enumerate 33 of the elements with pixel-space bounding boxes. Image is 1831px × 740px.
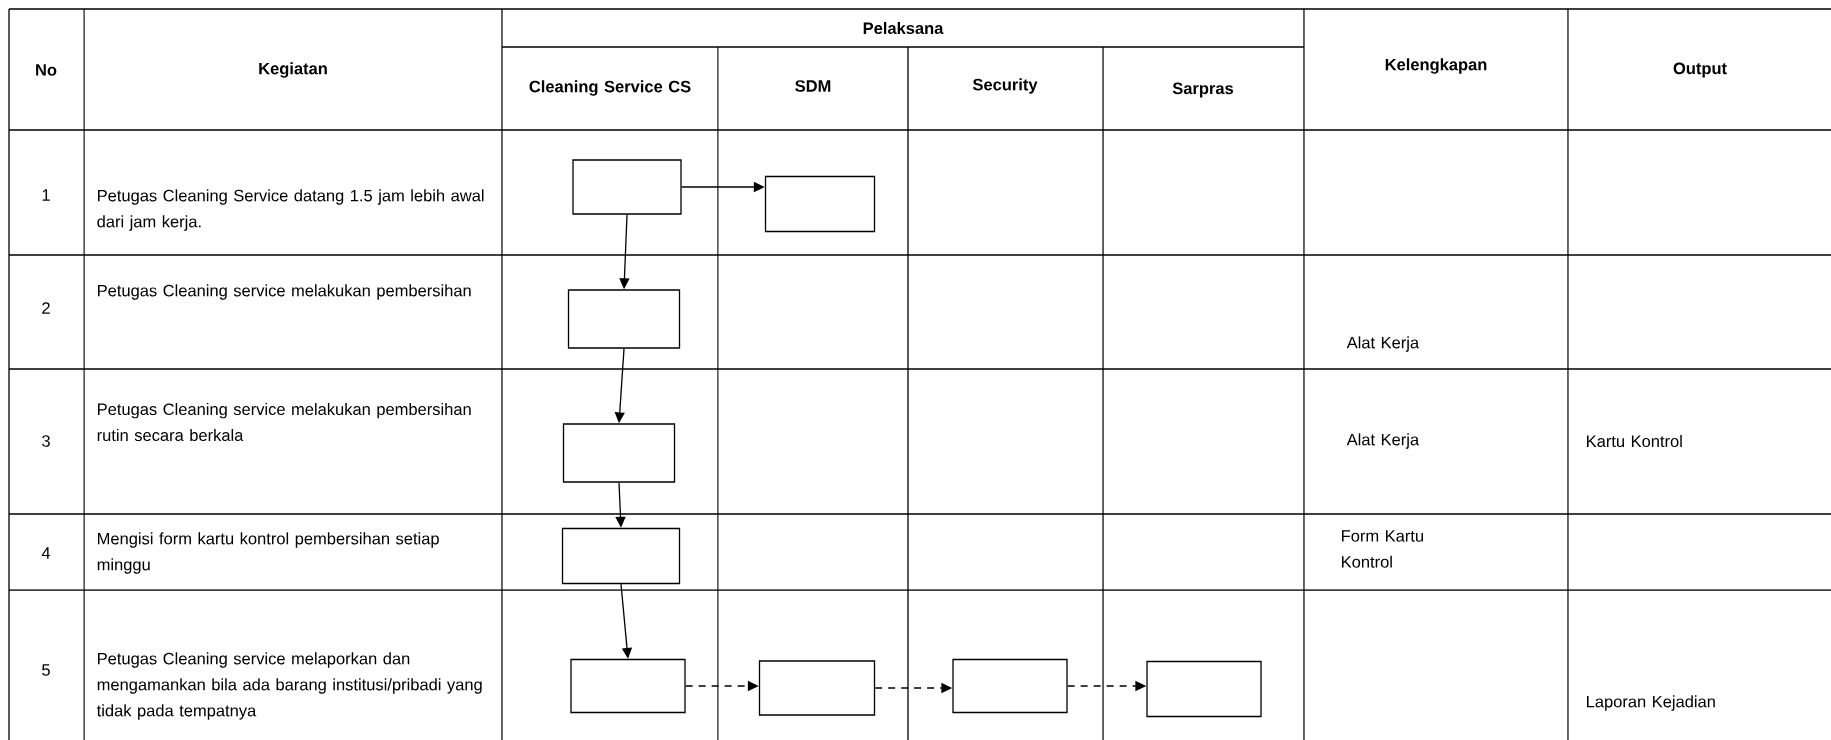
process-box bbox=[567, 289, 681, 349]
process-box bbox=[570, 658, 686, 714]
row-number: 1 bbox=[42, 189, 50, 201]
column-header: SDM bbox=[795, 80, 831, 92]
activity-text: Mengisi form kartu kontrol pembersihan setiap minggu bbox=[97, 532, 439, 574]
row-number: 5 bbox=[42, 664, 50, 676]
cell-text: Alat Kerja bbox=[1346, 433, 1420, 449]
row-number: 2 bbox=[42, 302, 50, 314]
process-box bbox=[758, 660, 876, 716]
cell-text: Form Kartu Kontrol bbox=[1342, 530, 1423, 568]
process-box bbox=[1146, 660, 1262, 718]
process-box bbox=[952, 658, 1068, 714]
row-number: 3 bbox=[42, 435, 50, 447]
row-number: 4 bbox=[41, 547, 51, 559]
column-header: Pelaksana bbox=[863, 21, 944, 35]
process-box bbox=[764, 175, 876, 233]
column-header: Cleaning Service CS bbox=[529, 80, 691, 96]
cell-text: Alat Kerja bbox=[1346, 336, 1420, 352]
column-header: Kelengkapan bbox=[1385, 58, 1487, 74]
column-header: No bbox=[36, 64, 57, 76]
column-header: Sarpras bbox=[1172, 82, 1234, 98]
activity-text: Petugas Cleaning service melakukan pembersihan bbox=[98, 284, 471, 300]
process-box bbox=[562, 423, 676, 483]
activity-text: Petugas Cleaning service melaporkan dan mengamankan bila ada barang institusi/pribadi yang tidak pada tempatnya bbox=[96, 652, 482, 720]
column-header: Security bbox=[972, 78, 1038, 94]
process-box bbox=[561, 527, 681, 585]
activity-text: Petugas Cleaning Service datang 1.5 jam lebih awal dari jam kerja. bbox=[97, 189, 484, 231]
process-box bbox=[572, 159, 682, 215]
column-header: Output bbox=[1673, 62, 1727, 78]
activity-text: Petugas Cleaning service melakukan pembersihan rutin secara berkala bbox=[97, 402, 471, 442]
cell-text: Laporan Kejadian bbox=[1587, 695, 1715, 711]
column-header: Kegiatan bbox=[259, 62, 327, 78]
cell-text: Kartu Kontrol bbox=[1587, 434, 1682, 448]
